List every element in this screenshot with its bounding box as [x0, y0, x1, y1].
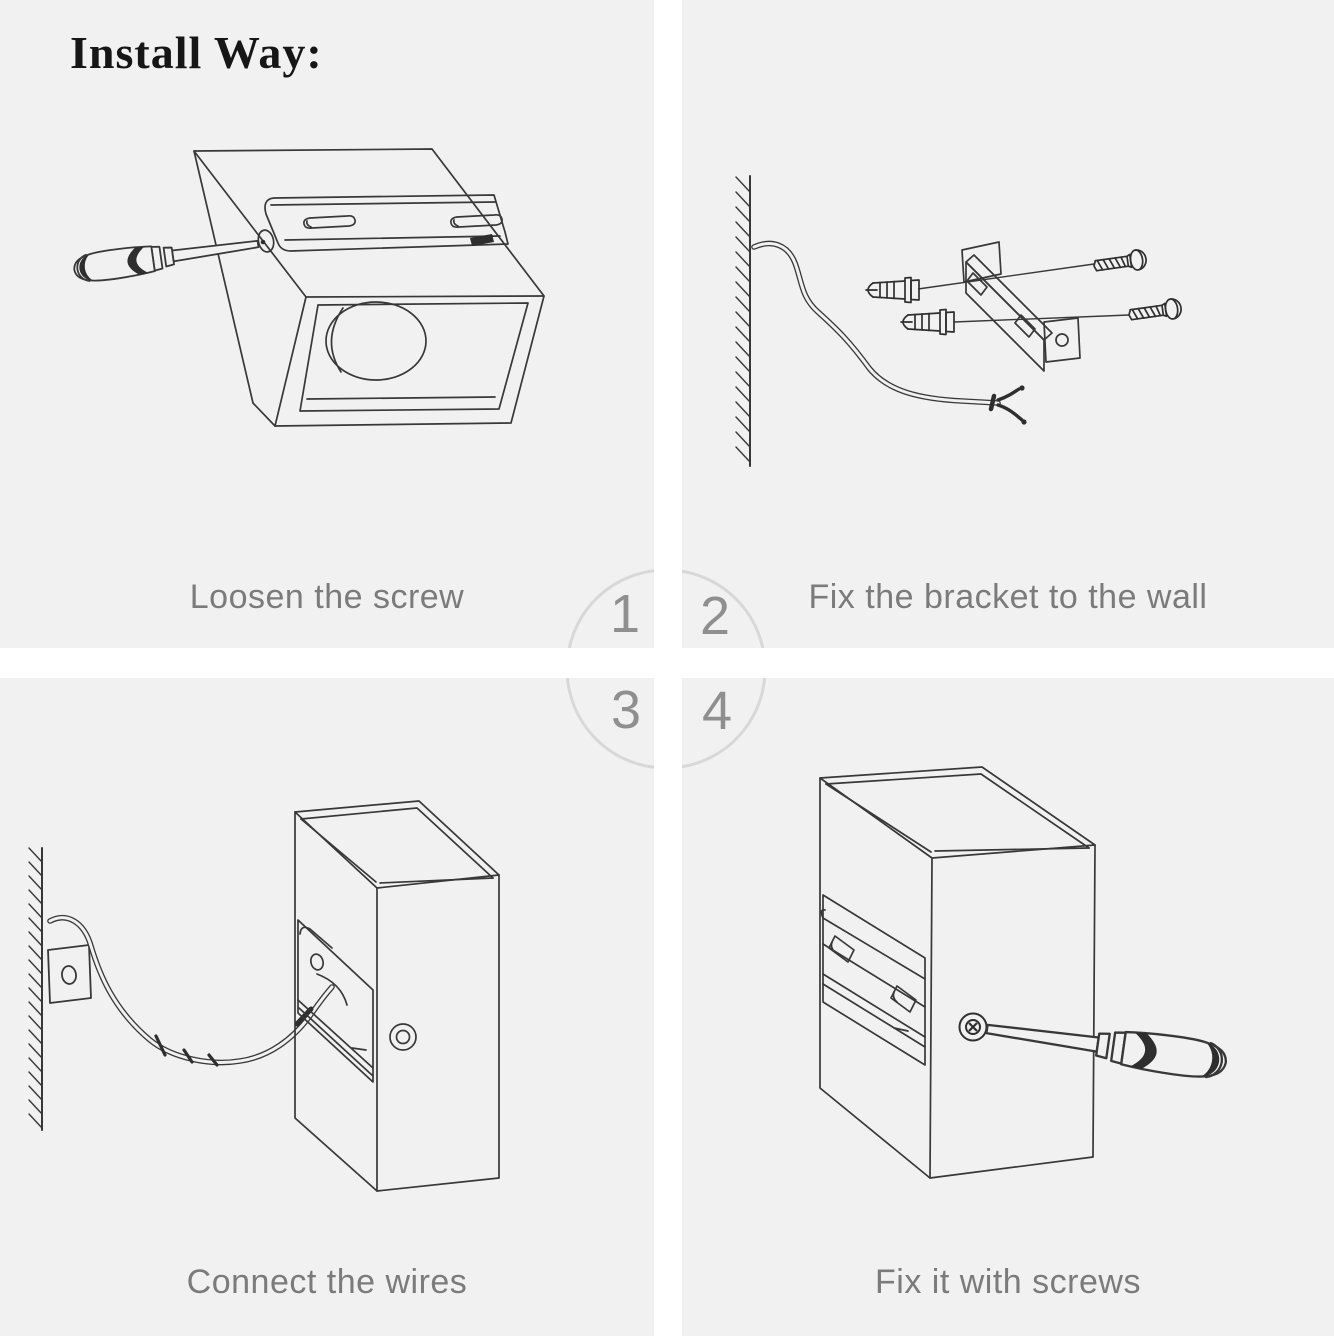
- screw-hole: [389, 1023, 417, 1051]
- step-1-caption: Loosen the screw: [189, 578, 465, 616]
- step-number-4: 4: [701, 680, 733, 741]
- screwdriver-icon: [983, 1009, 1230, 1083]
- fixture-box: [819, 766, 1096, 1179]
- step1-illustration: [71, 148, 654, 648]
- wall: [28, 847, 43, 1131]
- power-wire: [751, 240, 1027, 425]
- screw-icon: [1091, 247, 1184, 326]
- step-number-3: 3: [610, 679, 642, 740]
- wall: [735, 175, 751, 467]
- bracket-cutout: [297, 919, 374, 1083]
- fixture-box: [193, 148, 545, 427]
- step-number-2: 2: [699, 585, 731, 646]
- step-3-panel: 3 Connect the wires: [0, 678, 654, 1336]
- step-1-panel: 1 Loosen the screw: [0, 0, 654, 648]
- bracket-cutout: [822, 894, 926, 1066]
- step-2-panel: 2 Fix the bracket to the wall: [682, 0, 1334, 648]
- step-3-caption: Connect the wires: [186, 1263, 468, 1301]
- wall-bracket: [961, 241, 1081, 372]
- mounting-plate: [264, 194, 509, 252]
- fixture-box: [294, 800, 500, 1192]
- step-4-caption: Fix it with screws: [875, 1263, 1141, 1301]
- lamp-opening-circle: [325, 301, 427, 381]
- connecting-wire: [47, 914, 335, 1067]
- step-number-1: 1: [609, 583, 641, 644]
- screwdriver-icon: [71, 228, 261, 286]
- step2-illustration: [682, 175, 1184, 648]
- step-4-panel: 4 Fix it with screws: [682, 678, 1334, 1336]
- step3-illustration: [28, 678, 654, 1192]
- wire-splice-marks: [154, 1034, 219, 1067]
- screw-icon: [958, 1012, 988, 1042]
- wall-plate: [47, 944, 92, 1004]
- page-title: Install Way:: [70, 27, 323, 78]
- assembly-axis-lines: [917, 263, 1130, 323]
- step4-illustration: [682, 678, 1230, 1179]
- step-2-caption: Fix the bracket to the wall: [808, 578, 1208, 616]
